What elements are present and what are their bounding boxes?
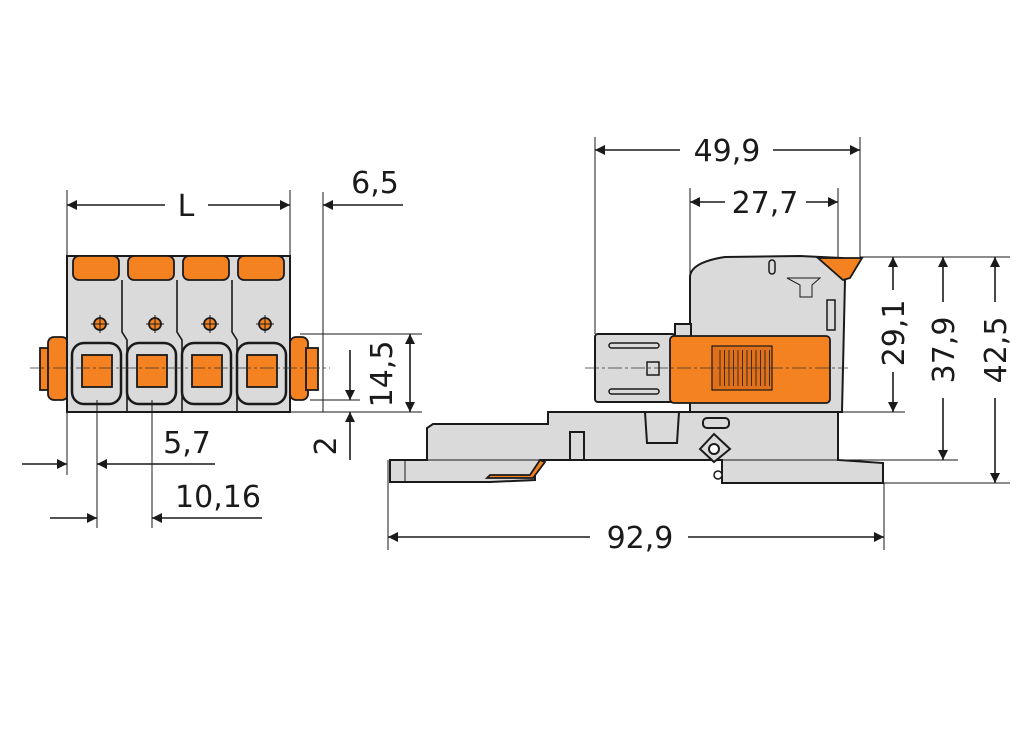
pole-release-tab — [72, 255, 120, 281]
side-dimensions: 49,9 27,7 29,1 37,9 42,5 92,9 — [387, 134, 1014, 556]
dim-42-5: 42,5 — [979, 317, 1014, 384]
mounting-base — [389, 411, 884, 484]
pole-release-tab — [237, 255, 285, 281]
wire-entry — [235, 341, 288, 406]
clamp-window — [246, 354, 278, 388]
dim-14-5: 14,5 — [365, 341, 400, 408]
clamp-window — [191, 354, 223, 388]
dim-length: L — [178, 189, 195, 224]
dim-92-9: 92,9 — [607, 521, 674, 556]
base-slot — [569, 431, 585, 461]
dim-2: 2 — [309, 436, 344, 455]
clamp-window — [81, 354, 113, 388]
dim-10-16: 10,16 — [175, 480, 261, 515]
pole-release-tab — [127, 255, 175, 281]
dim-27-7: 27,7 — [732, 186, 799, 221]
base-notch — [643, 411, 681, 444]
dim-37-9: 37,9 — [927, 317, 962, 384]
dim-29-1: 29,1 — [877, 300, 912, 367]
left-flange — [47, 336, 69, 401]
front-view — [30, 255, 330, 413]
wire-entry — [180, 341, 233, 406]
pole-release-tab — [182, 255, 230, 281]
dim-5-7: 5,7 — [163, 426, 211, 461]
clamp-window — [136, 354, 168, 388]
side-view — [389, 254, 884, 484]
dim-49-9: 49,9 — [694, 134, 761, 169]
right-flange-cap — [305, 347, 319, 391]
base-hole — [702, 417, 730, 429]
front-dimensions: L 6,5 14,5 2 5,7 10,16 — [22, 166, 422, 528]
dim-6-5: 6,5 — [351, 166, 399, 201]
top-actuator — [815, 257, 864, 282]
